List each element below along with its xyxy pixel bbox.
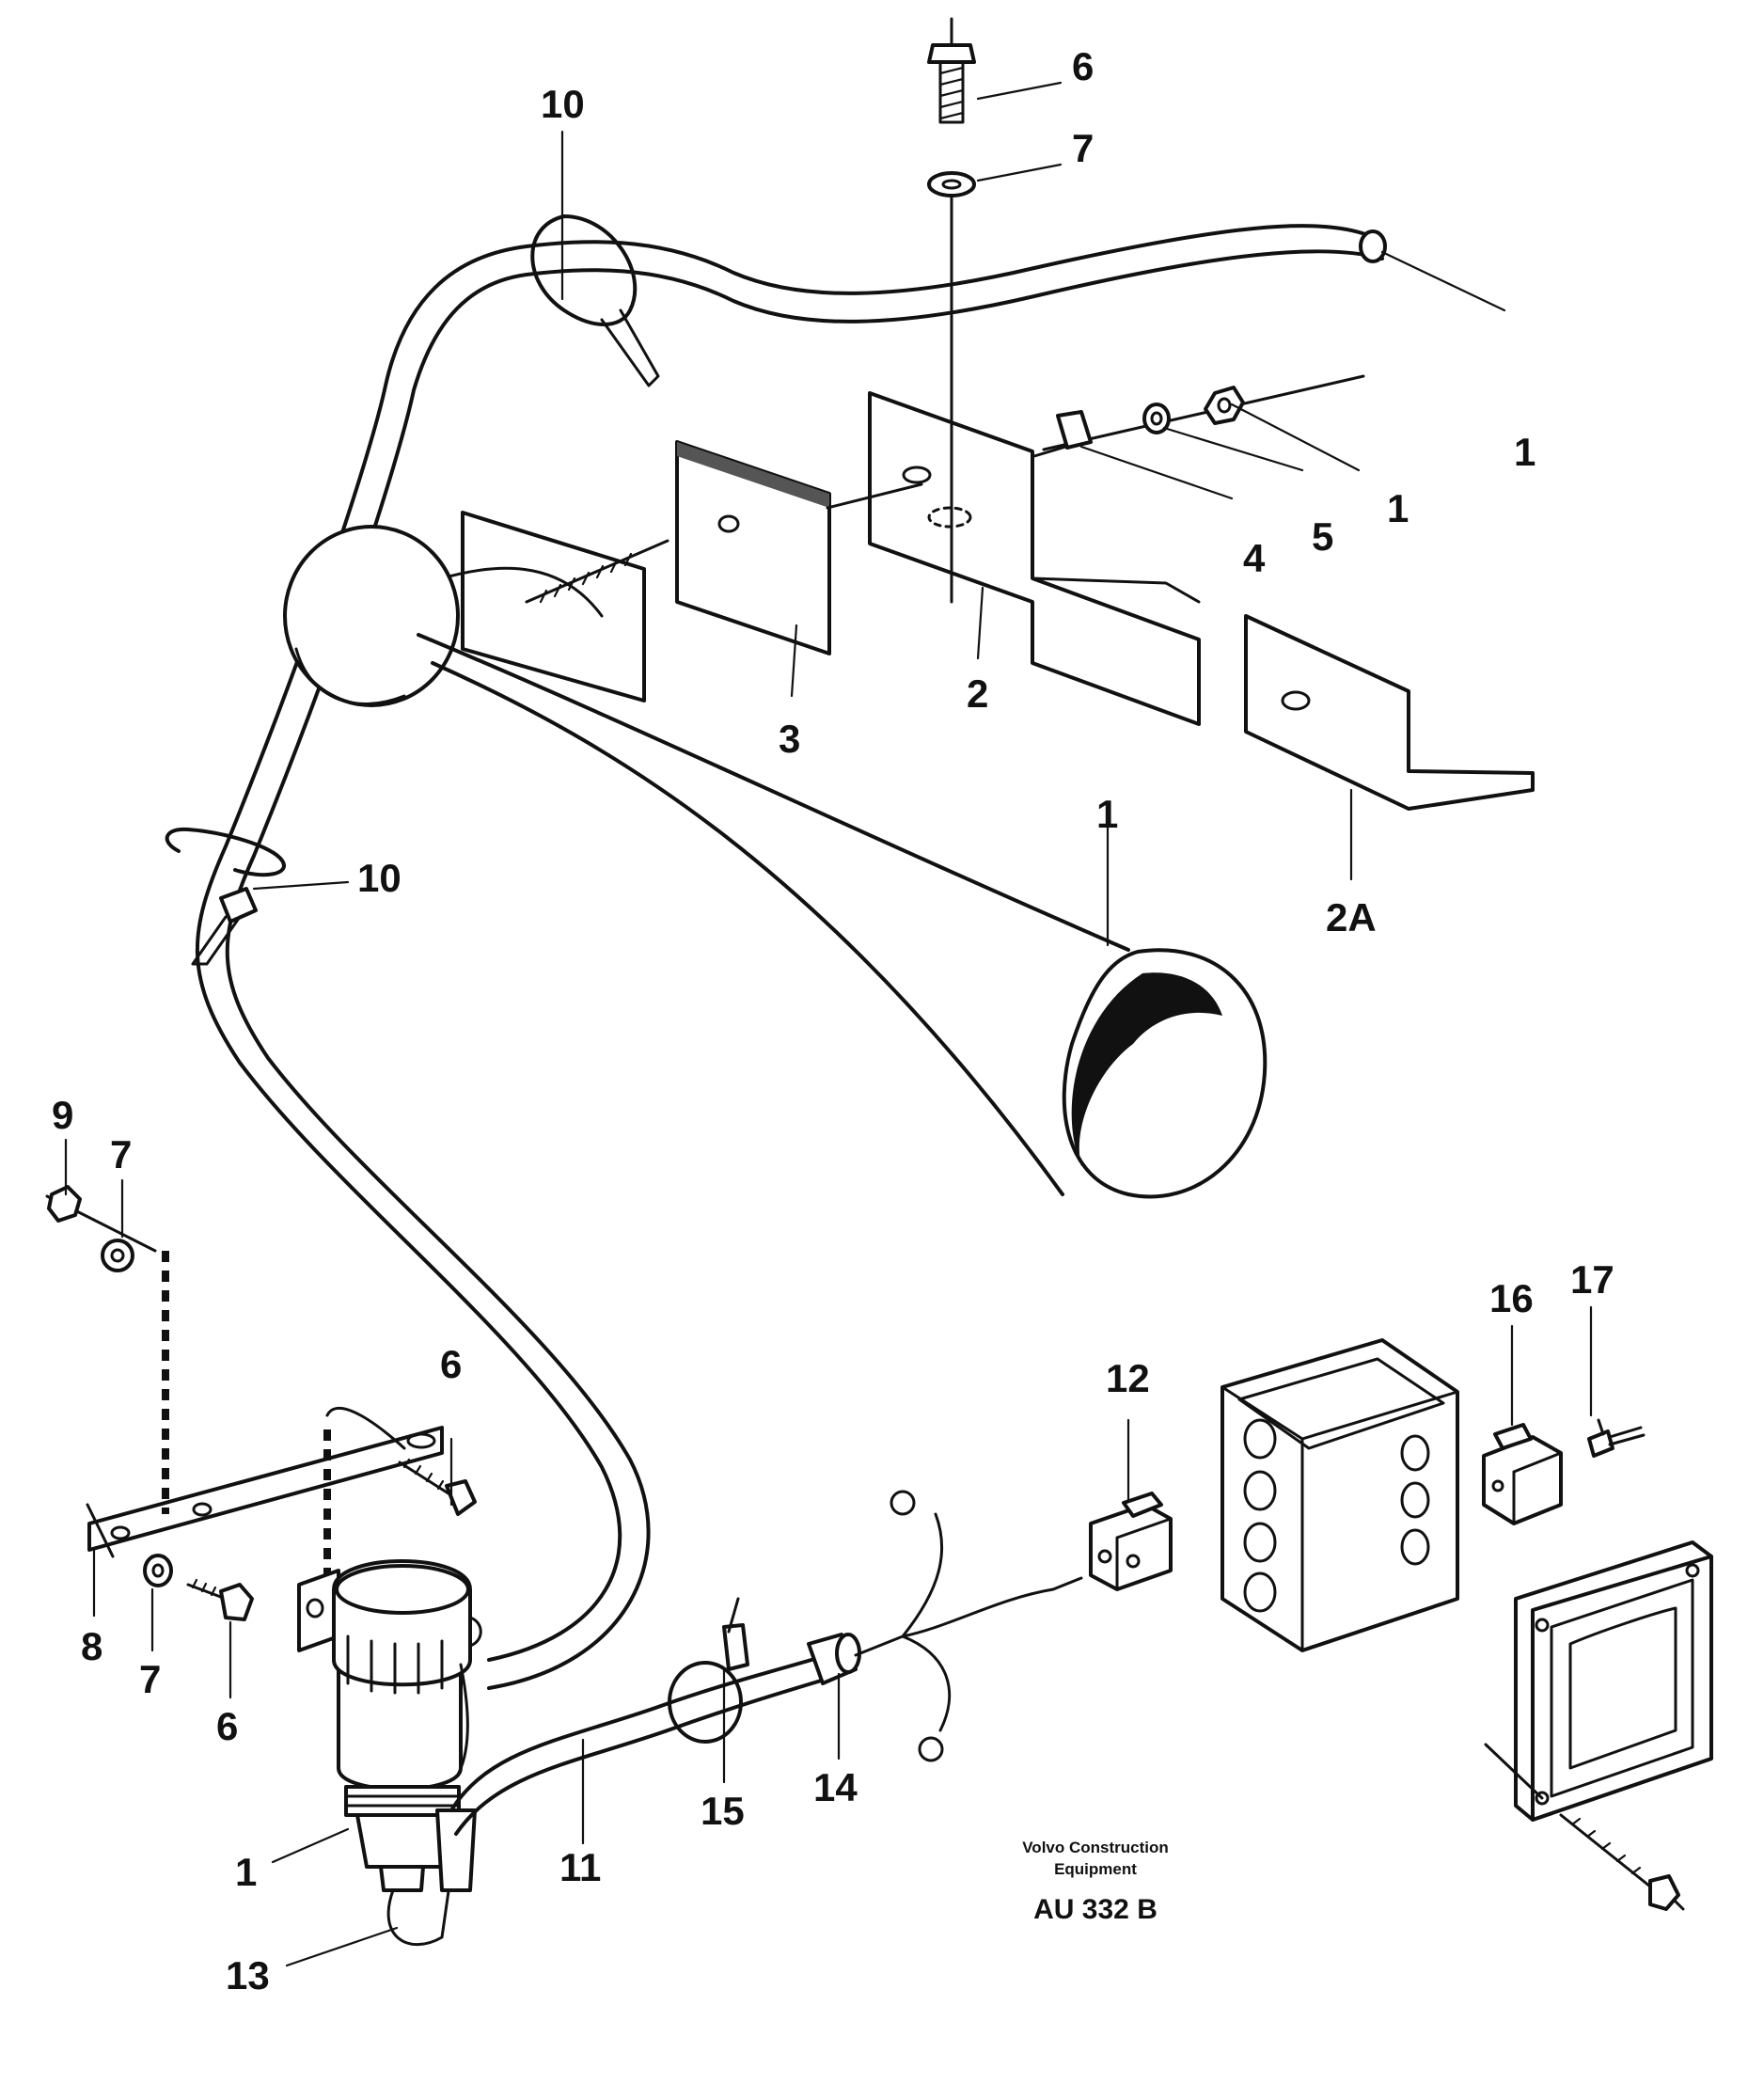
- cable-tie-upper: [530, 214, 660, 387]
- callout-1-horn: 1: [1096, 792, 1118, 836]
- connector-housing: [1089, 1492, 1173, 1591]
- callout-8: 8: [81, 1624, 102, 1668]
- callout-6-lower: 6: [216, 1704, 238, 1748]
- callout-11: 11: [559, 1845, 601, 1889]
- terminal: [1587, 1418, 1646, 1458]
- caption-line-1: Volvo Construction: [1022, 1839, 1169, 1856]
- callout-1-hose: 1: [1514, 430, 1535, 474]
- callout-labels: 6 7 10 1 1 5 4 2 3 1 2A 10 9 7 6 8 7 6 1…: [52, 44, 1614, 1997]
- callout-3: 3: [779, 717, 800, 761]
- relay: [1482, 1423, 1563, 1525]
- callout-7-lower: 7: [139, 1657, 161, 1701]
- callout-15: 15: [701, 1789, 745, 1833]
- callout-2A: 2A: [1326, 895, 1377, 939]
- callout-1-valve: 1: [235, 1850, 257, 1894]
- top-screw: [927, 17, 976, 604]
- callout-10-upper: 10: [541, 82, 585, 126]
- callout-6-top: 6: [1072, 44, 1094, 88]
- callout-13: 13: [226, 1953, 270, 1997]
- hose-clamp: [668, 1597, 749, 1744]
- callout-6-right: 6: [440, 1342, 462, 1386]
- callout-17: 17: [1570, 1257, 1614, 1302]
- mounting-bracket: [45, 1185, 477, 1621]
- junction-box: [1220, 1338, 1459, 1652]
- rubber-pad: [675, 440, 831, 655]
- caption-line-2: Equipment: [1054, 1860, 1137, 1878]
- leader-lines: [64, 81, 1593, 1967]
- callout-12: 12: [1106, 1356, 1150, 1400]
- air-horn: [283, 440, 1268, 1199]
- callout-2: 2: [967, 671, 988, 716]
- callout-16: 16: [1489, 1276, 1534, 1320]
- callout-7-top: 7: [1072, 126, 1094, 170]
- callout-9: 9: [52, 1093, 73, 1137]
- figure-code: AU 332 B: [1033, 1894, 1157, 1925]
- callout-1-nut: 1: [1387, 486, 1409, 530]
- callout-10-lower: 10: [357, 856, 402, 900]
- callout-14: 14: [813, 1765, 858, 1809]
- callout-5: 5: [1312, 514, 1333, 559]
- callout-4: 4: [1243, 536, 1266, 580]
- junction-box-cover: [1484, 1540, 1713, 1911]
- horn-bracket: [868, 391, 1201, 726]
- electrical-cable: [449, 1490, 1083, 1836]
- cable-tie-lower: [165, 827, 286, 966]
- figure-caption: Volvo Construction Equipment AU 332 B: [1022, 1839, 1169, 1925]
- solenoid-valve: [297, 1559, 482, 1947]
- alternative-horn-bracket: [1244, 614, 1535, 811]
- callout-7-left: 7: [110, 1132, 132, 1176]
- fasteners-top: [1042, 374, 1365, 451]
- air-hose: [195, 224, 1387, 1690]
